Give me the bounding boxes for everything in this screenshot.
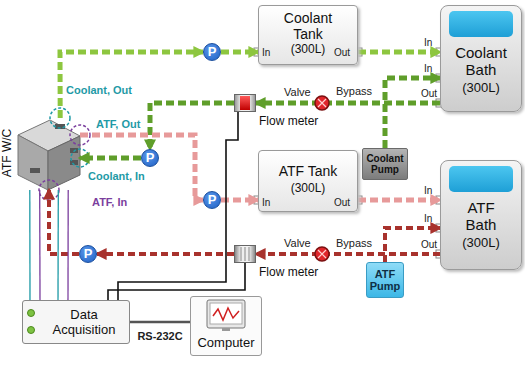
screen [210,303,242,324]
pump-box: Coolant Pump [362,148,408,180]
node-title: P [204,44,220,60]
port-label: In [424,213,432,224]
connection-label: ATF, Out [96,118,140,131]
node-title: ATF Pump [368,268,402,292]
pump-box: ATF Pump [366,262,404,298]
node-title: ATF W/C [0,118,14,188]
wc-port [30,168,40,173]
port-label: In [424,37,432,48]
valve-label: Valve [284,86,311,98]
led [28,310,35,317]
node-title: Computer [191,297,261,350]
flow-pipe [97,252,234,256]
port-label: In [262,197,270,208]
flow-pipe [358,198,440,203]
pump-circle: P [203,43,221,61]
port-label: Out [421,239,437,250]
node-capacity: (300L) [441,80,521,95]
node-title: Data Acquisition [23,301,129,337]
node-title: Flow meter [259,265,318,279]
daq-box: Data Acquisition [22,300,130,344]
node-title: P [142,150,158,166]
port-label: Out [421,88,437,99]
signal-wire [118,112,238,300]
led [28,327,35,334]
valve-symbol [318,99,326,107]
port-label: In [424,185,432,196]
connection-label: Coolant, Out [66,84,132,97]
port-label: In [424,63,432,74]
signal-wire [57,190,59,300]
node-title: P [80,246,96,262]
signal-wire [39,190,41,300]
node-title: Coolant Pump [363,153,407,175]
flow-pipe [385,78,440,148]
daq-ground [22,300,130,344]
port-label: In [262,47,270,58]
port-label: Out [334,47,350,58]
valve-label: Bypass [336,85,372,97]
node-title: Coolant Bath [448,44,514,78]
node-capacity: (300L) [259,181,357,195]
flow-pipe [221,50,258,55]
pump-circle: P [79,245,97,263]
monitor [207,300,245,328]
meter-core [240,247,250,261]
valve-symbol [318,250,326,258]
bath-box: ATF Bath (300L) [440,160,522,270]
valve-symbol [315,247,329,261]
flow-pipe [256,101,440,106]
computer-ground [190,296,262,356]
bath-liquid [449,166,513,192]
wave [213,308,239,320]
pump-circle: P [203,191,221,209]
monitor-stand [222,328,230,331]
flow-pipe [358,50,440,55]
node-title: Coolant Tank [276,10,340,42]
flow-meter: Flow meter [234,245,256,263]
computer-box: Computer [190,296,262,356]
flow-pipe [80,135,203,200]
connection-label: Coolant, In [88,170,145,183]
node-capacity: (300L) [441,235,521,250]
edge-label: RS-232C [135,330,184,343]
node-title: Flow meter [259,114,318,128]
flow-pipe [49,190,79,254]
bath-box: Coolant Bath (300L) [440,5,522,112]
signal-wire [108,263,245,300]
pump-circle: P [141,149,159,167]
port-label: Out [334,197,350,208]
flow-pipe [80,156,141,161]
node-title: P [204,192,220,208]
meter-core [240,96,250,110]
signal-wire [67,190,68,300]
flow-pipe [60,52,203,118]
connection-label: ATF, In [92,196,127,209]
valve-symbol [315,96,329,110]
signal-wire [130,321,190,324]
port-squares [254,48,443,258]
flow-pipe [256,252,440,256]
flow-meter: Flow meter [234,94,256,112]
signal-wire [29,190,31,300]
flow-pipe [150,103,234,149]
node-title: ATF Bath [458,199,504,233]
flow-pipe [385,228,440,262]
valve-label: Bypass [336,237,372,249]
water-cooler: ATF W/C [18,118,80,190]
bath-liquid [449,11,513,37]
valve-label: Valve [284,237,311,249]
node-title: ATF Tank [259,163,357,179]
